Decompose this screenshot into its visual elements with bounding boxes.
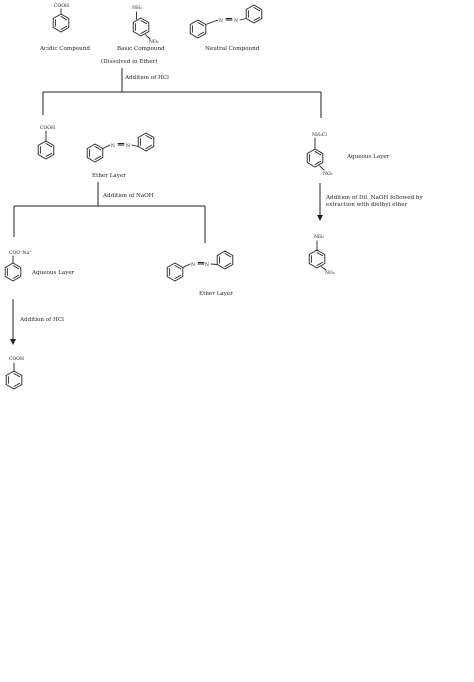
aq1-nitro-group-label: NO₂: [323, 171, 333, 177]
benzene-ring: [216, 250, 234, 270]
recovered-benzoic-acid-structure: COOH: [5, 356, 24, 390]
acid-group-label: COOH: [54, 3, 69, 9]
basic-compound-label: Basic Compound: [117, 46, 165, 52]
ring-double-bond: [13, 373, 21, 378]
carboxylate-group-label: COO⁻Na⁺: [9, 250, 32, 256]
ring-double-bond: [94, 146, 102, 151]
aqueous-layer2-label: Aqueous Layer: [31, 270, 75, 276]
ring-double-bond: [253, 16, 261, 21]
benzene-ring: [37, 140, 55, 160]
ring-double-bond: [12, 265, 20, 270]
recovered-nitro-group-label: NO₂: [325, 270, 335, 276]
salt-group-label: NH₃Cl: [312, 132, 327, 138]
ring-double-bond: [94, 155, 102, 160]
ring-double-bond: [224, 253, 232, 258]
ether1-acid-group-label: COOH: [40, 125, 55, 131]
ring-double-bond: [13, 382, 21, 387]
ring-double-bond: [253, 7, 261, 12]
nitro-group-label: NO₂: [149, 39, 159, 45]
ring-double-bond: [314, 160, 322, 165]
neutral-compound-label: Neutral Compound: [205, 46, 260, 52]
naoh-extraction-reagent-line1: Addition of Dil. NaOH followed by: [325, 195, 424, 201]
ether-layer1-label: Ether Layer: [92, 173, 126, 179]
benzene-ring: [132, 17, 150, 37]
ring-double-bond: [314, 151, 322, 156]
ring-double-bond: [140, 20, 148, 25]
ring-double-bond: [140, 29, 148, 34]
ring-double-bond: [45, 152, 53, 157]
aqueous-layer1-label: Aqueous Layer: [346, 154, 390, 160]
azobenzene-structure: N N: [189, 4, 263, 39]
azo-nitrogen-left: N: [219, 18, 223, 24]
ring-double-bond: [197, 22, 205, 27]
benzene-ring: [52, 13, 70, 33]
ring-double-bond: [174, 274, 182, 279]
anilinium-salt-structure: NH₃Cl NO₂: [306, 132, 333, 177]
ring-double-bond: [60, 25, 68, 30]
step1-reagent-label: Addition of HCl: [124, 75, 169, 81]
benzene-ring: [245, 4, 263, 24]
naoh-extraction-reagent-line2: extraction with diethyl ether: [326, 202, 408, 208]
benzene-ring: [137, 132, 155, 152]
ether-layer1-azobenzene: N N: [86, 132, 155, 163]
ether1-azo-nitrogen-left: N: [111, 143, 115, 149]
step3-reagent-label: Addition of HCl: [19, 317, 64, 323]
ring-double-bond: [197, 31, 205, 36]
recovered-nitroaniline-structure: NH₂ NO₂: [308, 234, 335, 276]
acidic-compound-label: Acidic Compound: [39, 46, 90, 52]
sodium-benzoate-structure: COO⁻Na⁺: [4, 250, 32, 282]
ring-double-bond: [45, 143, 53, 148]
benzene-ring: [308, 249, 326, 269]
ring-double-bond: [60, 16, 68, 21]
ether2-azo-nitrogen-left: N: [191, 262, 195, 268]
nitroaniline-structure: NH₂ NO₂: [132, 5, 159, 45]
ring-double-bond: [145, 135, 153, 140]
ring-double-bond: [224, 262, 232, 267]
amine-group-label: NH₂: [132, 5, 142, 11]
ring-double-bond: [145, 144, 153, 149]
dissolved-in-ether-note: (Dissolved in Ether): [101, 58, 157, 65]
recovered-amine-group-label: NH₂: [314, 234, 324, 240]
benzene-ring: [4, 262, 22, 282]
benzene-ring: [5, 370, 23, 390]
ether1-azo-nitrogen-right: N: [126, 143, 130, 149]
ether-layer2-azobenzene: N N: [166, 250, 234, 282]
step2-reagent-label: Addition of NaOH: [102, 193, 154, 199]
ether-layer1-benzoic-acid: COOH: [37, 125, 55, 160]
ether-layer2-label: Ether Layer: [199, 291, 233, 297]
benzoic-acid-structure: COOH: [52, 3, 70, 33]
azo-nitrogen-right: N: [234, 18, 238, 24]
ring-double-bond: [316, 252, 324, 257]
ether2-azo-nitrogen-right: N: [205, 262, 209, 268]
ring-double-bond: [12, 274, 20, 279]
ring-double-bond: [174, 265, 182, 270]
ring-double-bond: [316, 261, 324, 266]
benzene-ring: [306, 148, 324, 168]
recovered-acid-group-label: COOH: [9, 356, 24, 362]
